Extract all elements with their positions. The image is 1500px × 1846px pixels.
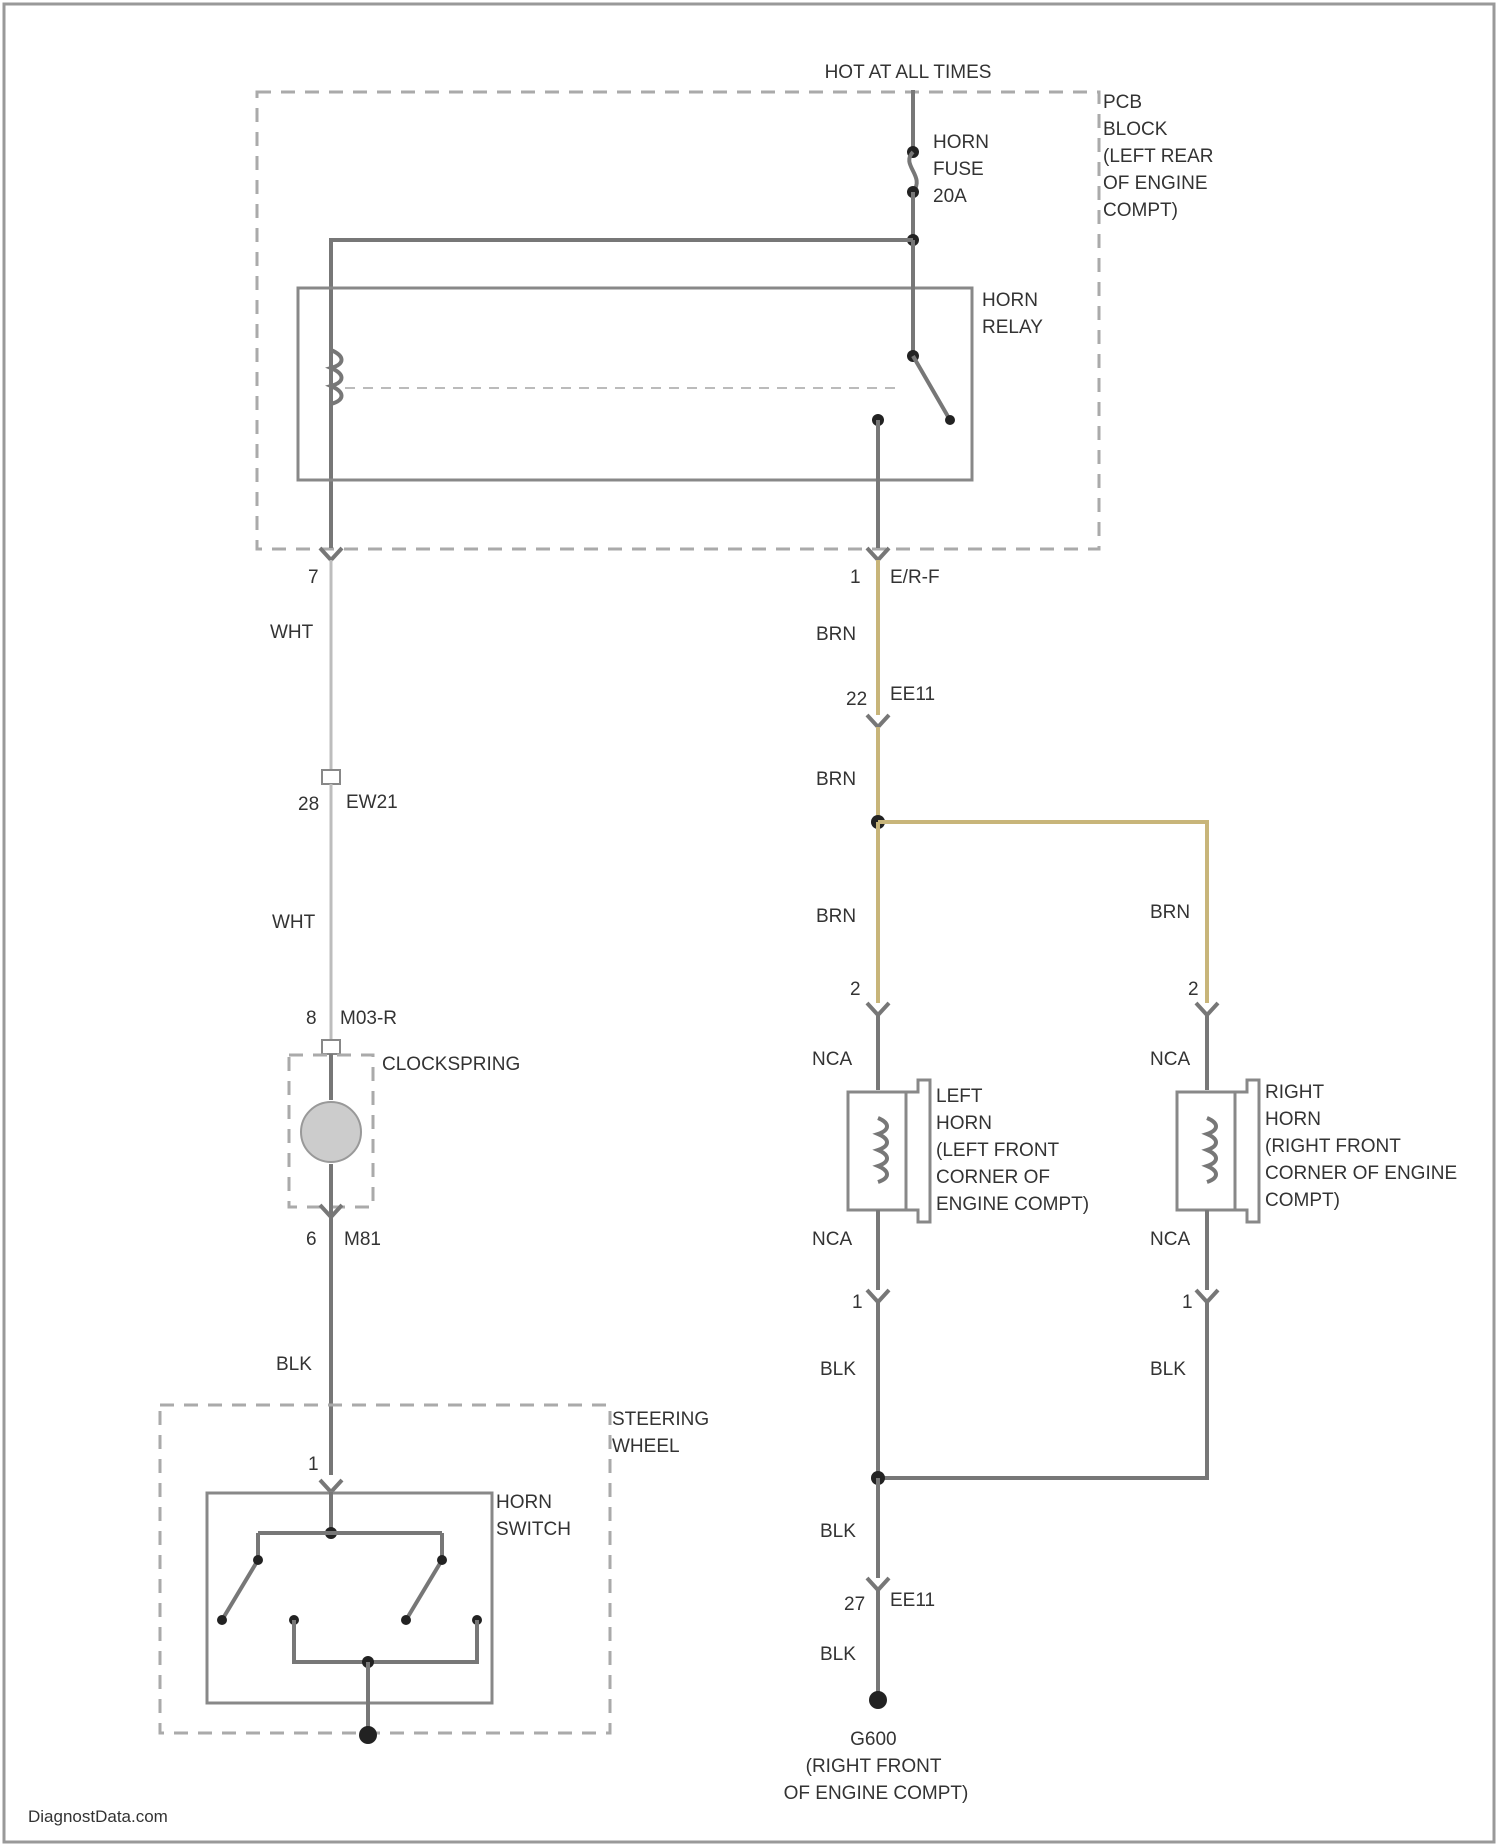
horn-switch-contact-left-a bbox=[253, 1555, 263, 1565]
left-horn-top-pin: 2 bbox=[850, 979, 861, 1000]
right-horn-label: RIGHT HORN (RIGHT FRONT CORNER OF ENGINE… bbox=[1265, 1082, 1462, 1211]
ee11-connector-label: EE11 bbox=[890, 684, 935, 705]
steering-wheel-label: STEERING WHEEL bbox=[612, 1409, 714, 1457]
wire-color-blk-left: BLK bbox=[276, 1354, 312, 1375]
ee11-lower-connector-label: EE11 bbox=[890, 1590, 935, 1611]
horn-switch-bottom-bus bbox=[294, 1620, 477, 1662]
m03-connector bbox=[322, 1040, 340, 1054]
ew21-connector bbox=[322, 770, 340, 784]
right-horn-top-connector bbox=[1196, 1003, 1218, 1015]
ew21-connector-label: EW21 bbox=[346, 792, 398, 813]
wire-color-brn-4: BRN bbox=[1150, 902, 1190, 923]
ee11-lower-pin: 27 bbox=[844, 1594, 865, 1615]
right-horn-coil bbox=[1207, 1118, 1216, 1182]
wire-color-blk-low-2: BLK bbox=[820, 1644, 856, 1665]
wire-color-wht-upper: WHT bbox=[270, 622, 314, 643]
m81-connector-label: M81 bbox=[344, 1229, 381, 1250]
left-horn-bottom-connector bbox=[867, 1290, 889, 1302]
left-horn-bottom-pin: 1 bbox=[852, 1292, 863, 1313]
blk-wire-right-horn bbox=[878, 1302, 1207, 1478]
wire-color-blk-left-horn: BLK bbox=[820, 1359, 856, 1380]
wire-color-wht-lower: WHT bbox=[272, 912, 316, 933]
relay-coil-feed-wire bbox=[331, 240, 913, 548]
wire-color-brn-2: BRN bbox=[816, 769, 856, 790]
horn-switch-contact-left bbox=[222, 1560, 258, 1620]
horn-relay-label: HORN RELAY bbox=[982, 290, 1043, 338]
left-horn-coil bbox=[878, 1118, 887, 1182]
right-horn-bottom-pin: 1 bbox=[1182, 1292, 1193, 1313]
wire-color-blk-low-1: BLK bbox=[820, 1521, 856, 1542]
wire-color-nca-left-bot: NCA bbox=[812, 1229, 852, 1250]
horn-fuse-label: HORN FUSE 20A bbox=[933, 132, 994, 207]
m03-connector-label: M03-R bbox=[340, 1008, 397, 1029]
wire-color-brn-3: BRN bbox=[816, 906, 856, 927]
ew21-pin: 28 bbox=[298, 794, 319, 815]
right-horn-bottom-connector bbox=[1196, 1290, 1218, 1302]
right-horn-top-pin: 2 bbox=[1188, 979, 1199, 1000]
ee11-lower-connector-mark bbox=[867, 1578, 889, 1590]
horn-switch-pin: 1 bbox=[308, 1454, 319, 1475]
right-horn-bell bbox=[1235, 1080, 1259, 1222]
steering-wheel-boundary bbox=[160, 1405, 610, 1733]
relay-right-connector: E/R-F bbox=[890, 567, 940, 588]
horn-switch-connector-mark bbox=[320, 1480, 342, 1492]
wire-color-nca-left-top: NCA bbox=[812, 1049, 852, 1070]
horn-switch-contact-right-b bbox=[401, 1615, 411, 1625]
horn-switch-label: HORN SWITCH bbox=[496, 1492, 571, 1540]
m03-pin: 8 bbox=[306, 1008, 317, 1029]
relay-switch-end bbox=[945, 415, 955, 425]
wire-color-blk-right-horn: BLK bbox=[1150, 1359, 1186, 1380]
relay-switch-blade bbox=[913, 356, 950, 420]
ee11-pin: 22 bbox=[846, 689, 867, 710]
wire-color-nca-right-top: NCA bbox=[1150, 1049, 1190, 1070]
left-horn-label: LEFT HORN (LEFT FRONT CORNER OF ENGINE C… bbox=[936, 1086, 1089, 1215]
wire-color-brn-1: BRN bbox=[816, 624, 856, 645]
source-watermark: DiagnostData.com bbox=[28, 1807, 168, 1826]
g600-ground-label: G600 (RIGHT FRONT OF ENGINE COMPT) bbox=[784, 1729, 969, 1804]
relay-left-pin: 7 bbox=[308, 567, 319, 588]
diagram-frame bbox=[4, 4, 1494, 1842]
m81-pin: 6 bbox=[306, 1229, 317, 1250]
relay-right-pin: 1 bbox=[850, 567, 861, 588]
clockspring-symbol bbox=[301, 1102, 361, 1162]
ee11-connector-mark bbox=[867, 715, 889, 727]
g600-ground-point bbox=[869, 1691, 887, 1709]
horn-switch-contact-right bbox=[406, 1560, 442, 1620]
pcb-block-label: PCB BLOCK (LEFT REAR OF ENGINE COMPT) bbox=[1103, 92, 1219, 221]
wire-color-nca-right-bot: NCA bbox=[1150, 1229, 1190, 1250]
horn-switch-contact-right-a bbox=[437, 1555, 447, 1565]
horn-switch-ground bbox=[359, 1726, 377, 1744]
horn-switch-contact-left-b bbox=[217, 1615, 227, 1625]
horn-switch-box bbox=[207, 1493, 492, 1703]
power-source-label: HOT AT ALL TIMES bbox=[825, 62, 992, 83]
horn-switch-top-bus bbox=[258, 1533, 442, 1560]
clockspring-label: CLOCKSPRING bbox=[382, 1054, 520, 1075]
horn-relay-box bbox=[298, 288, 972, 480]
left-horn-top-connector bbox=[867, 1003, 889, 1015]
left-horn-bell bbox=[906, 1080, 930, 1222]
